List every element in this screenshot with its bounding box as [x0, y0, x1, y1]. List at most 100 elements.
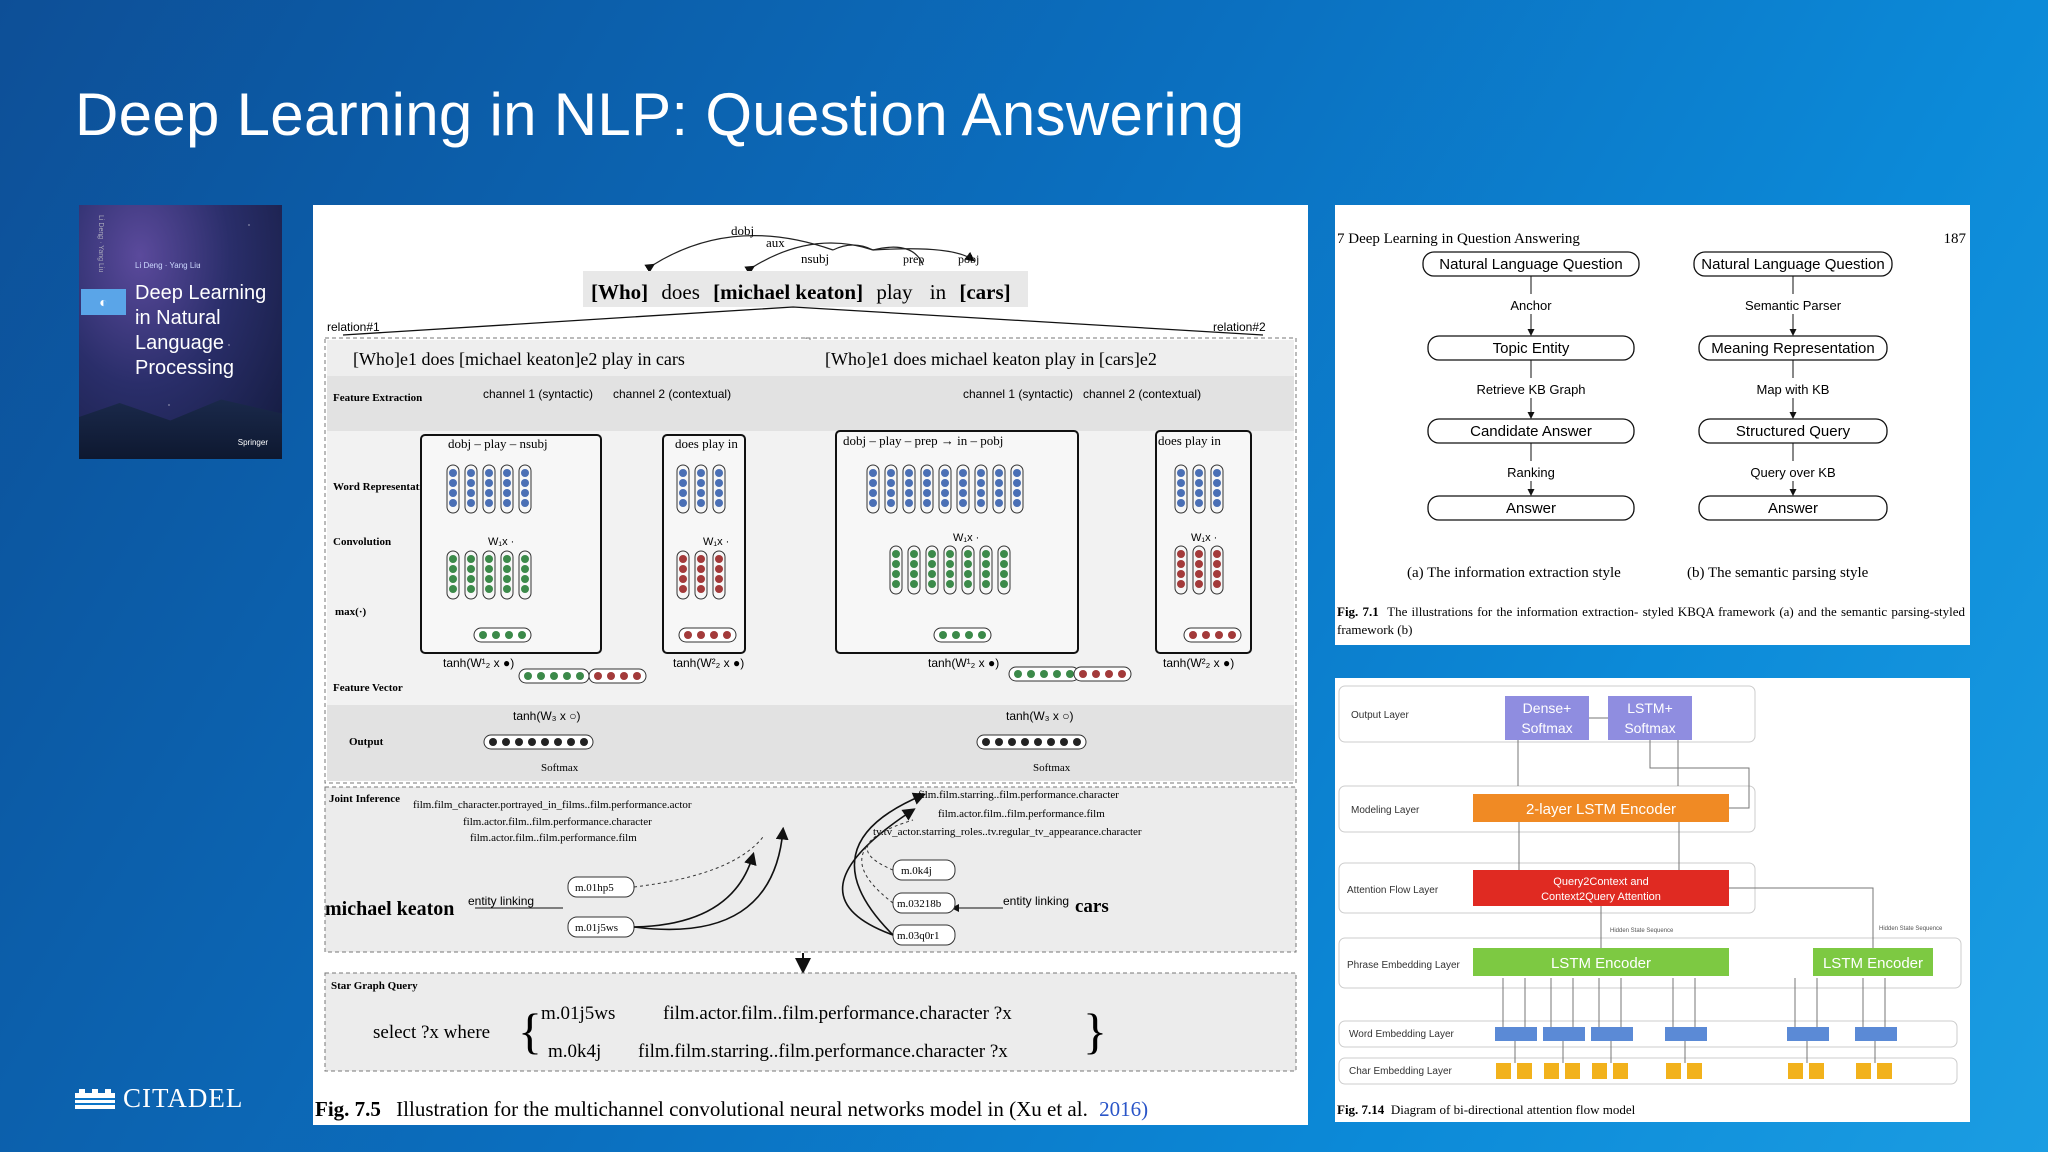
row-label: Word Representation — [333, 481, 434, 493]
neuron — [995, 738, 1003, 746]
kbqa-box — [1698, 495, 1888, 521]
query-relation: film.actor.film..film.performance.charac… — [663, 1003, 1012, 1024]
char-embedding-cell — [1544, 1063, 1559, 1079]
neuron — [485, 469, 493, 477]
figure-7-14-caption: Fig. 7.14 Diagram of bi-directional atte… — [1337, 1102, 1635, 1118]
wx-label: W₁x · — [703, 536, 729, 548]
neuron — [467, 585, 475, 593]
neuron — [679, 499, 687, 507]
neuron — [1021, 738, 1029, 746]
context-text: does play in — [675, 436, 738, 451]
caption-link[interactable]: 2016) — [1099, 1097, 1148, 1121]
sentence-relation-2: [Who]e1 does michael keaton play in [car… — [825, 349, 1157, 369]
neuron — [449, 469, 457, 477]
neuron — [1228, 631, 1236, 639]
wx-label: W₁x · — [488, 536, 514, 548]
layer-label: Phrase Embedding Layer — [1347, 960, 1461, 971]
neuron — [869, 479, 877, 487]
neuron — [679, 489, 687, 497]
channel-2-label: channel 2 (contextual) — [613, 387, 731, 401]
neuron — [723, 631, 731, 639]
q-token: [cars] — [959, 280, 1010, 304]
neuron-column — [694, 550, 708, 600]
char-embedding-cell — [1496, 1063, 1511, 1079]
neuron — [982, 738, 990, 746]
neuron — [563, 672, 571, 680]
neuron — [503, 555, 511, 563]
neuron — [946, 550, 954, 558]
neuron-column — [1192, 464, 1206, 514]
book-spine: Li Deng · Yang Liu — [97, 215, 104, 273]
neuron — [1066, 670, 1074, 678]
neuron — [515, 738, 523, 746]
kbqa-box-label: Answer — [1768, 500, 1818, 517]
query-mid: m.01j5ws — [541, 1003, 615, 1024]
kbqa-box-label: Meaning Representation — [1711, 340, 1874, 357]
neuron — [467, 499, 475, 507]
kbqa-box-label: Candidate Answer — [1470, 423, 1592, 440]
book-title-line2: in Natural — [135, 307, 221, 329]
neuron — [939, 631, 947, 639]
neuron — [1034, 738, 1042, 746]
word-embedding-cell — [1665, 1027, 1707, 1041]
char-embedding-cell — [1565, 1063, 1580, 1079]
neuron-column — [920, 464, 934, 514]
path-text: dobj – play – prep → in – pobj — [843, 433, 1003, 448]
neuron — [521, 469, 529, 477]
neuron — [928, 560, 936, 568]
neuron — [485, 479, 493, 487]
neuron — [982, 560, 990, 568]
neuron — [715, 469, 723, 477]
neuron-column — [518, 464, 532, 514]
neuron-column — [446, 464, 460, 514]
layer-label: Modeling Layer — [1351, 805, 1420, 816]
softmax-label: Softmax — [1033, 762, 1071, 774]
neuron — [923, 479, 931, 487]
context-text: does play in — [1158, 433, 1221, 448]
neuron-column — [956, 464, 970, 514]
hidden-state-label: Hidden State Sequence — [1610, 928, 1674, 934]
neuron-column — [1210, 464, 1224, 514]
neuron — [1195, 580, 1203, 588]
neuron — [503, 575, 511, 583]
dep-label: aux — [766, 235, 785, 250]
neuron-column — [1210, 545, 1224, 595]
neuron — [594, 672, 602, 680]
slide-title: Deep Learning in NLP: Question Answering — [75, 81, 1245, 148]
neuron — [554, 738, 562, 746]
neuron — [959, 499, 967, 507]
neuron — [1177, 499, 1185, 507]
neuron — [1014, 670, 1022, 678]
row-label: Output — [349, 736, 384, 748]
neuron — [1013, 499, 1021, 507]
neuron — [977, 479, 985, 487]
neuron — [503, 469, 511, 477]
neuron — [679, 565, 687, 573]
relation-path: film.actor.film..film.performance.charac… — [463, 816, 652, 828]
figure-7-14: Output Layer Modeling Layer Attention Fl… — [1335, 678, 1970, 1122]
neuron — [503, 499, 511, 507]
word-embedding-cell — [1855, 1027, 1897, 1041]
neuron — [887, 499, 895, 507]
neuron — [521, 575, 529, 583]
neuron — [1213, 469, 1221, 477]
neuron — [965, 631, 973, 639]
tanh-out-label: tanh(W₃ x ○) — [513, 709, 580, 723]
neuron — [1213, 499, 1221, 507]
kbqa-box — [1427, 495, 1635, 521]
neuron — [1105, 670, 1113, 678]
neuron — [449, 479, 457, 487]
neuron — [923, 469, 931, 477]
q-token: in — [930, 280, 947, 304]
neuron — [1013, 469, 1021, 477]
dense-softmax-line1: Dense+ — [1523, 700, 1572, 716]
neuron — [1013, 479, 1021, 487]
neuron — [1189, 631, 1197, 639]
neuron — [715, 499, 723, 507]
neuron — [910, 580, 918, 588]
book-title-line1: Deep Learning — [135, 282, 267, 304]
row-label: Feature Extraction — [333, 392, 422, 404]
neuron — [1177, 580, 1185, 588]
row-label: Feature Vector — [333, 682, 403, 694]
pooled-vector — [1073, 666, 1132, 682]
